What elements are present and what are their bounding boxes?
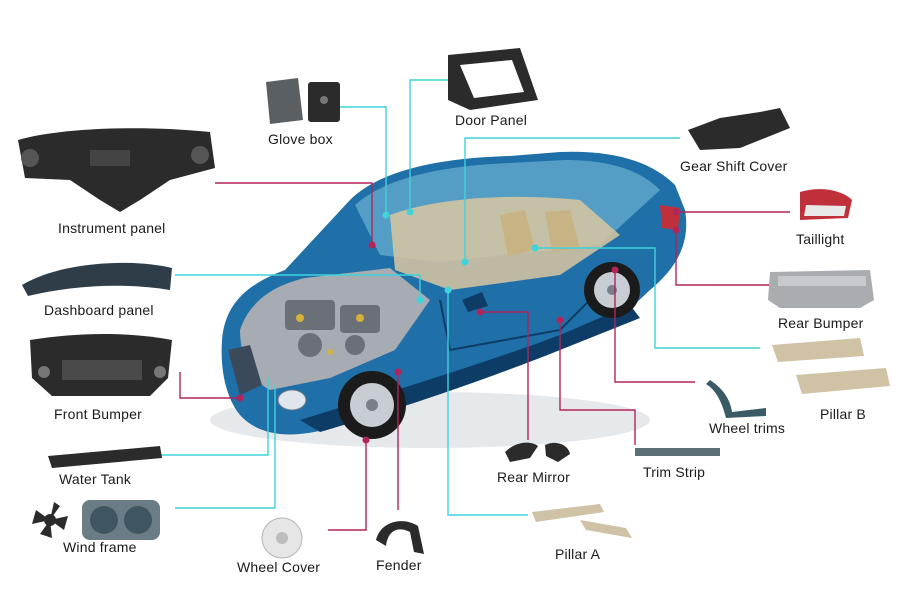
side-mirror [462, 292, 488, 312]
door-panel-label: Door Panel [455, 112, 528, 128]
rear-bumper-image [768, 270, 874, 308]
front-wheel [338, 371, 406, 439]
trim-strip-image [635, 448, 720, 456]
water-tank-image [48, 446, 162, 468]
gear-shift-cover-label: Gear Shift Cover [680, 158, 788, 174]
wheel-cover-label: Wheel Cover [237, 559, 321, 575]
water-tank-label: Water Tank [59, 471, 132, 487]
taillight-image [800, 189, 852, 220]
pillar-a-label: Pillar A [555, 546, 601, 562]
wind-frame-label: Wind frame [63, 539, 137, 555]
dashboard-panel-label: Dashboard panel [44, 302, 154, 318]
dashboard-panel-image [22, 262, 172, 296]
leader-dots [236, 208, 680, 444]
gear-shift-cover-image [688, 108, 790, 150]
fender-image [376, 521, 424, 554]
front-bumper-image [30, 334, 172, 396]
instrument-panel-label: Instrument panel [58, 220, 166, 236]
rear-wheel [584, 262, 640, 318]
rear-mirror-image [505, 442, 570, 462]
pillar-a-image [532, 504, 632, 538]
door-panel-image [448, 48, 538, 110]
wind-frame-image [32, 500, 160, 540]
rear-bumper-label: Rear Bumper [778, 315, 864, 331]
engine-bay [240, 268, 430, 390]
car-illustration [210, 151, 687, 448]
leader-lines [160, 79, 790, 531]
pillar-b-image [772, 338, 890, 394]
rear-mirror-label: Rear Mirror [497, 469, 570, 485]
wheel-trims-image [706, 380, 766, 418]
trim-strip-label: Trim Strip [643, 464, 706, 480]
taillight-label: Taillight [796, 231, 845, 247]
fender-label: Fender [376, 557, 422, 573]
glove-box-label: Glove box [268, 131, 333, 147]
wheel-cover-image [261, 517, 303, 559]
pillar-b-label: Pillar B [820, 406, 866, 422]
front-bumper-label: Front Bumper [54, 406, 142, 422]
instrument-panel-image [18, 128, 215, 212]
wheel-trims-label: Wheel trims [709, 420, 786, 436]
glove-box-image [266, 78, 340, 124]
